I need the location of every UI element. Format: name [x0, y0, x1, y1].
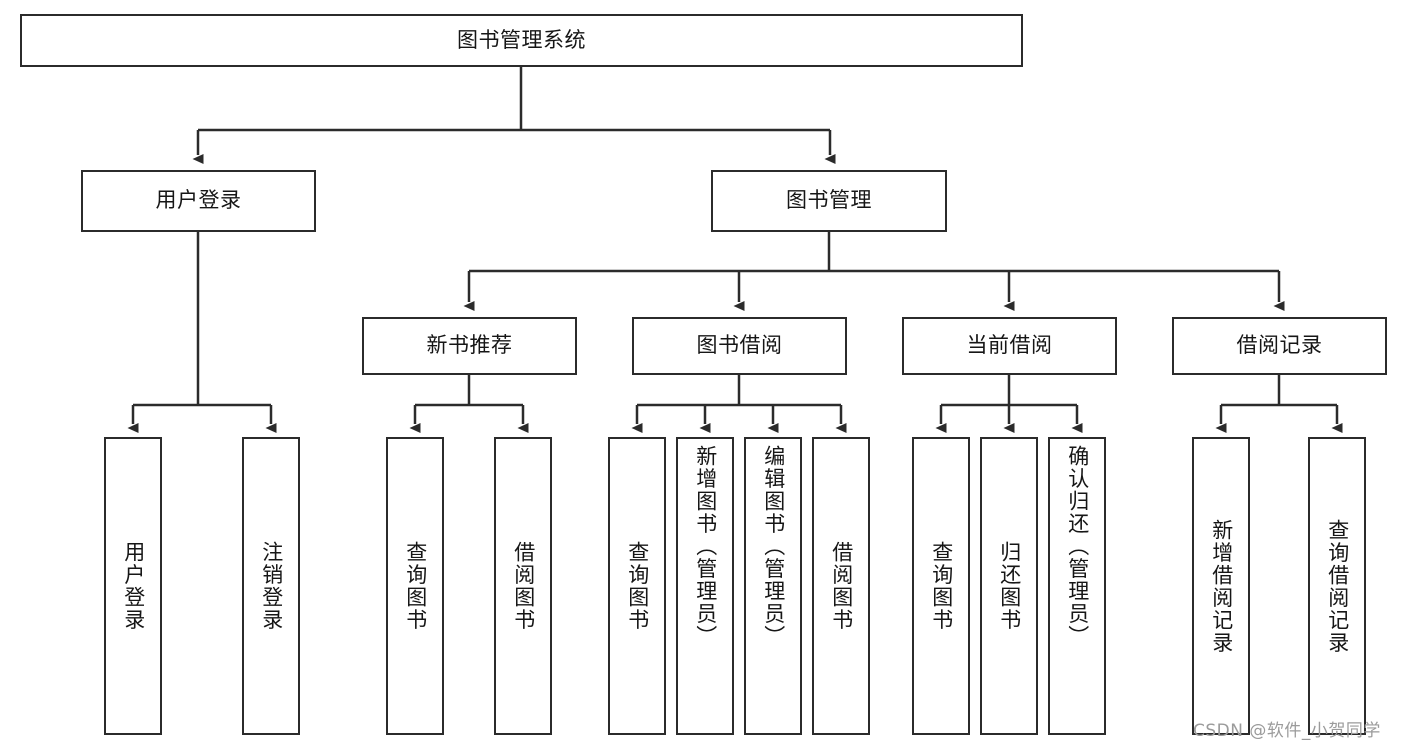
leaf-borrow-book-1-label: 借阅图书: [511, 541, 536, 631]
leaf-query-book-3[interactable]: 查询图书: [912, 437, 970, 735]
leaf-query-record[interactable]: 查询借阅记录: [1308, 437, 1366, 735]
leaf-add-record-label: 新增借阅记录: [1209, 518, 1234, 654]
node-root[interactable]: 图书管理系统: [20, 14, 1023, 67]
leaf-add-book-label: 新增图书（管理员）: [693, 445, 718, 648]
leaf-confirm-return[interactable]: 确认归还（管理员）: [1048, 437, 1106, 735]
leaf-query-book-1-label: 查询图书: [403, 541, 428, 631]
leaf-query-book-1[interactable]: 查询图书: [386, 437, 444, 735]
node-user-login-label: 用户登录: [155, 188, 242, 213]
node-borrow-record-label: 借阅记录: [1236, 333, 1323, 358]
node-root-label: 图书管理系统: [457, 27, 586, 52]
node-borrow-record[interactable]: 借阅记录: [1172, 317, 1387, 375]
leaf-query-book-3-label: 查询图书: [929, 541, 954, 631]
node-new-book-recommend-label: 新书推荐: [426, 333, 513, 358]
csdn-watermark: CSDN @软件_小贺同学: [1193, 721, 1381, 741]
node-book-borrow[interactable]: 图书借阅: [632, 317, 847, 375]
leaf-borrow-book-1[interactable]: 借阅图书: [494, 437, 552, 735]
node-current-borrow-label: 当前借阅: [966, 333, 1053, 358]
node-book-manage-label: 图书管理: [786, 188, 872, 213]
leaf-borrow-book-2[interactable]: 借阅图书: [812, 437, 870, 735]
leaf-logout-login[interactable]: 注销登录: [242, 437, 300, 735]
node-new-book-recommend[interactable]: 新书推荐: [362, 317, 577, 375]
leaf-user-login[interactable]: 用户登录: [104, 437, 162, 735]
node-current-borrow[interactable]: 当前借阅: [902, 317, 1117, 375]
node-user-login[interactable]: 用户登录: [81, 170, 316, 232]
leaf-edit-book-label: 编辑图书（管理员）: [761, 445, 786, 648]
leaf-borrow-book-2-label: 借阅图书: [829, 541, 854, 631]
leaf-add-book[interactable]: 新增图书（管理员）: [676, 437, 734, 735]
leaf-query-book-2-label: 查询图书: [625, 541, 650, 631]
leaf-add-record[interactable]: 新增借阅记录: [1192, 437, 1250, 735]
node-book-borrow-label: 图书借阅: [696, 333, 783, 358]
leaf-query-book-2[interactable]: 查询图书: [608, 437, 666, 735]
leaf-return-book-label: 归还图书: [997, 541, 1022, 631]
leaf-edit-book[interactable]: 编辑图书（管理员）: [744, 437, 802, 735]
node-book-manage[interactable]: 图书管理: [711, 170, 947, 232]
leaf-query-record-label: 查询借阅记录: [1325, 518, 1350, 654]
leaf-logout-login-label: 注销登录: [259, 541, 284, 631]
leaf-user-login-label: 用户登录: [121, 541, 146, 631]
leaf-confirm-return-label: 确认归还（管理员）: [1065, 445, 1090, 648]
leaf-return-book[interactable]: 归还图书: [980, 437, 1038, 735]
